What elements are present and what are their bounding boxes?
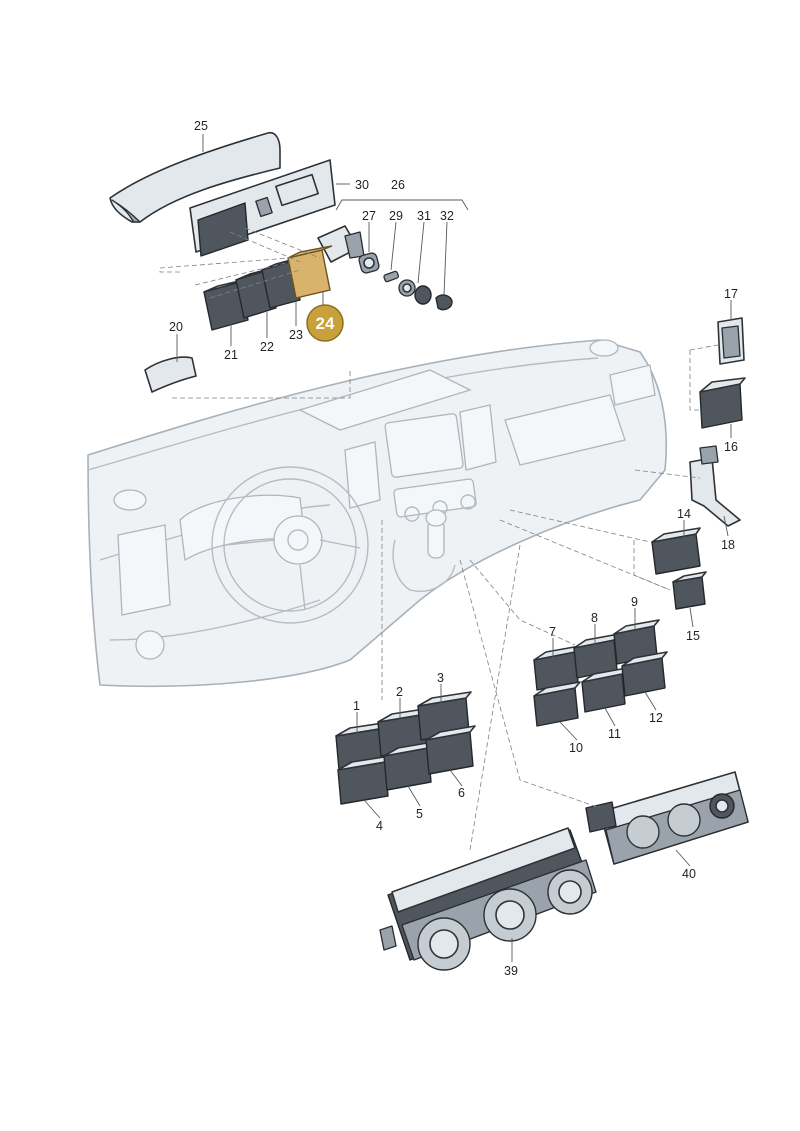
part-20-cover — [144, 356, 197, 393]
label-21: 21 — [224, 348, 238, 362]
label-32: 32 — [440, 209, 454, 223]
label-3: 3 — [437, 671, 444, 685]
label-1: 1 — [353, 699, 360, 713]
highlight-label: 24 — [316, 314, 335, 333]
part-17-bracket — [717, 317, 745, 365]
part-16-switch — [699, 377, 746, 429]
part-15-switch — [672, 571, 707, 610]
label-16: 16 — [724, 440, 738, 454]
leader-lines — [176, 134, 732, 962]
part-39-climate-panel — [379, 827, 597, 971]
switch-group-7-12 — [533, 619, 668, 727]
part-14-switch — [651, 527, 701, 575]
label-23: 23 — [289, 328, 303, 342]
guide-lines — [159, 227, 719, 851]
label-29: 29 — [389, 209, 403, 223]
label-12: 12 — [649, 711, 663, 725]
label-31: 31 — [417, 209, 431, 223]
label-27: 27 — [362, 209, 376, 223]
label-18: 18 — [721, 538, 735, 552]
label-10: 10 — [569, 741, 583, 755]
part-18-mount — [689, 445, 741, 527]
part-24-switch-highlighted — [287, 245, 333, 299]
label-2: 2 — [396, 685, 403, 699]
part-40-climate-control — [585, 771, 749, 865]
switch-group-1-6 — [335, 691, 476, 805]
label-8: 8 — [591, 611, 598, 625]
part-25-trim-strip — [109, 131, 281, 223]
part-32-bulb — [435, 294, 453, 311]
part-29-clip — [383, 270, 400, 283]
label-5: 5 — [416, 807, 423, 821]
part-31-bulb-holder — [398, 279, 432, 305]
part-30-switch-panel — [189, 159, 336, 257]
part-27-grommet — [358, 252, 380, 274]
label-4: 4 — [376, 819, 383, 833]
label-9: 9 — [631, 595, 638, 609]
label-15: 15 — [686, 629, 700, 643]
label-22: 22 — [260, 340, 274, 354]
part-27-connector — [317, 225, 365, 263]
label-17: 17 — [724, 287, 738, 301]
dashboard — [87, 339, 668, 688]
label-40: 40 — [682, 867, 696, 881]
label-20: 20 — [169, 320, 183, 334]
label-11: 11 — [608, 727, 621, 741]
label-6: 6 — [458, 786, 465, 800]
label-30: 30 — [355, 178, 369, 192]
label-26: 26 — [391, 178, 405, 192]
label-39: 39 — [504, 964, 518, 978]
label-25: 25 — [194, 119, 208, 133]
label-14: 14 — [677, 507, 691, 521]
highlight-badge-24: 24 — [306, 304, 344, 342]
label-7: 7 — [549, 625, 556, 639]
part-labels: 25 30 26 27 29 31 32 20 21 22 23 17 16 1… — [169, 119, 738, 978]
